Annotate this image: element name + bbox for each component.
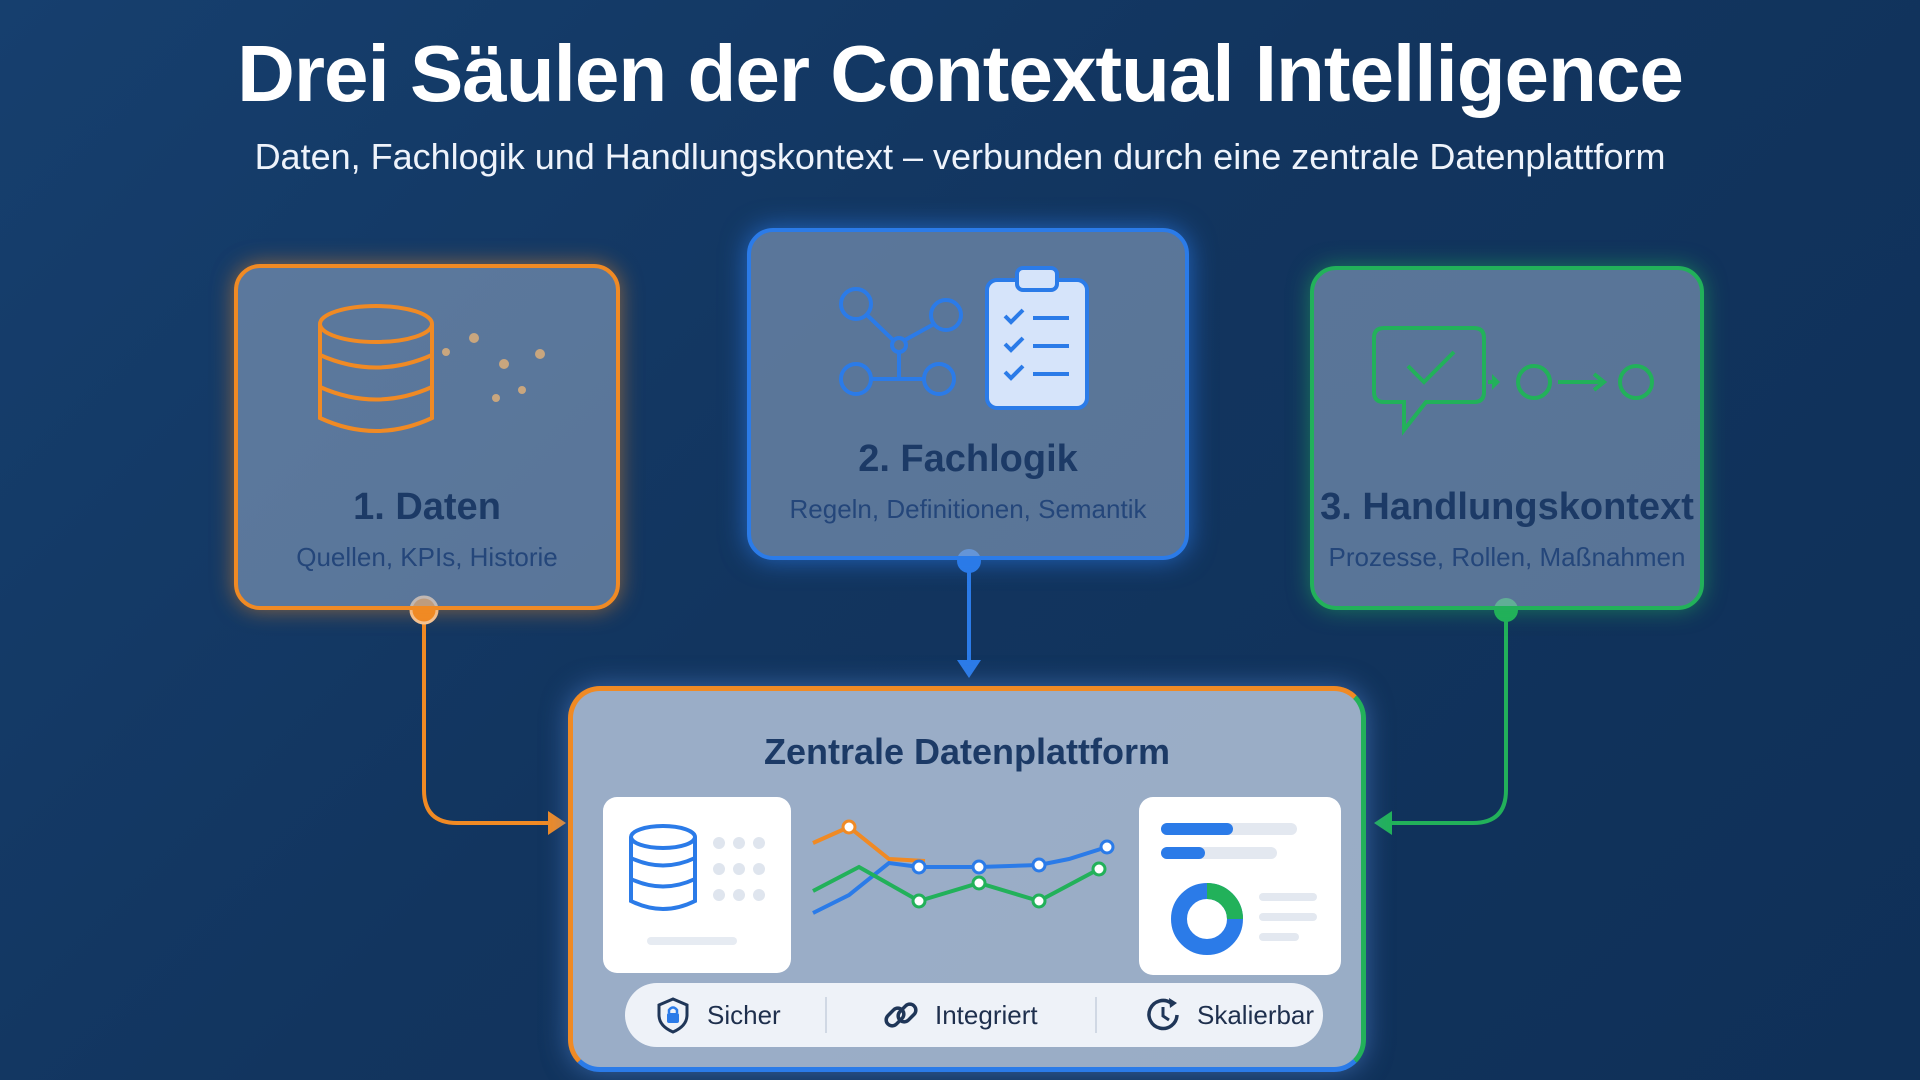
pillar-subtitle-fachlogik: Regeln, Definitionen, Semantik bbox=[789, 494, 1147, 524]
pillar-card-fachlogik: 2. Fachlogik Regeln, Definitionen, Seman… bbox=[747, 228, 1189, 560]
feature-label-skalierbar: Skalierbar bbox=[1197, 999, 1315, 1030]
arrowhead-daten bbox=[548, 811, 566, 835]
database-panel bbox=[603, 797, 791, 973]
feature-separator bbox=[1095, 997, 1097, 1033]
feature-skalierbar: Skalierbar bbox=[1143, 983, 1314, 1047]
central-data-platform: Zentrale Datenplattform bbox=[568, 686, 1366, 1072]
database-icon bbox=[318, 304, 545, 433]
feature-separator bbox=[825, 997, 827, 1033]
pillar-title-daten: 1. Daten bbox=[353, 486, 501, 528]
trend-lines-graphic bbox=[812, 819, 1115, 915]
feature-bar: Sicher Integriert Skalierbar bbox=[625, 983, 1323, 1047]
dashboard-panel bbox=[1139, 797, 1341, 975]
page-title: Drei Säulen der Contextual Intelligence bbox=[237, 29, 1684, 118]
link-icon bbox=[884, 1002, 918, 1028]
network-icon bbox=[839, 287, 963, 396]
clock-icon bbox=[1147, 998, 1179, 1031]
connector-daten bbox=[422, 610, 548, 825]
dashboard-icon bbox=[1161, 823, 1317, 955]
arrowhead-fachlogik bbox=[957, 660, 981, 678]
connector-handlung bbox=[1392, 610, 1508, 825]
pillar-subtitle-handlungskontext: Prozesse, Rollen, Maßnahmen bbox=[1328, 542, 1686, 572]
pillar-title-handlungskontext: 3. Handlungskontext bbox=[1320, 486, 1694, 528]
pillar-card-handlungskontext: 3. Handlungskontext Prozesse, Rollen, Ma… bbox=[1310, 266, 1704, 610]
arrowhead-handlung bbox=[1374, 811, 1392, 835]
feature-label-sicher: Sicher bbox=[707, 999, 781, 1030]
feature-sicher: Sicher bbox=[653, 983, 781, 1047]
pillar-card-daten: 1. Daten Quellen, KPIs, Historie bbox=[234, 264, 620, 610]
clipboard-checklist-icon bbox=[985, 266, 1089, 410]
feature-integriert: Integriert bbox=[881, 983, 1038, 1047]
pillar-subtitle-daten: Quellen, KPIs, Historie bbox=[296, 542, 558, 572]
feature-label-integriert: Integriert bbox=[935, 999, 1038, 1030]
chat-check-icon bbox=[1372, 326, 1654, 436]
platform-title: Zentrale Datenplattform bbox=[763, 731, 1171, 772]
page-subtitle: Daten, Fachlogik und Handlungskontext – … bbox=[254, 136, 1666, 177]
database-grid-icon bbox=[629, 824, 765, 945]
shield-lock-icon bbox=[657, 997, 689, 1034]
pillar-title-fachlogik: 2. Fachlogik bbox=[858, 438, 1078, 480]
